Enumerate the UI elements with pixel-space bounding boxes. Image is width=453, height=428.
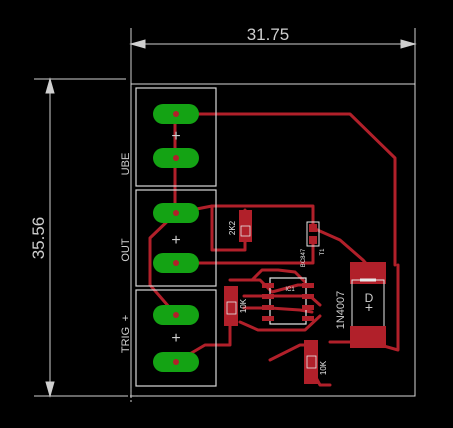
trig-plus-mark: +: [120, 315, 132, 321]
height-dimension-label: 35.56: [29, 217, 48, 260]
diode-label: 1N4007: [335, 291, 347, 330]
connector-label-trig: TRIG: [120, 327, 132, 353]
ic-package: IC1: [262, 277, 314, 325]
transistor-value-label: BC847: [301, 248, 307, 267]
diode-plus-mark: +: [365, 299, 373, 315]
width-dimension-label: 31.75: [247, 25, 290, 44]
plus-mark: +: [171, 128, 180, 145]
transistor-ref-label: T1: [320, 248, 326, 256]
connector-trig: + TRIG +: [120, 289, 217, 387]
plus-mark: +: [171, 330, 180, 347]
origin-marker: [122, 388, 140, 404]
connector-ube: + UBE: [120, 87, 217, 187]
diode-cathode-mark: D: [365, 291, 374, 305]
board-outline: [130, 83, 416, 397]
width-dimension: [129, 28, 417, 84]
connector-out: + OUT: [120, 189, 217, 287]
resistor-10k-bottom: 10K: [304, 340, 328, 384]
resistor-2k2-label: 2K2: [228, 220, 237, 235]
resistor-10k-bottom-label: 10K: [319, 360, 328, 375]
ic-ref-label: IC1: [285, 287, 295, 293]
transistor-bc847: BC847 T1: [301, 221, 326, 267]
resistor-10k-left: 10K: [224, 286, 248, 326]
connector-label-out: OUT: [120, 238, 132, 262]
height-dimension: [34, 77, 126, 398]
resistor-10k-left-label: 10K: [239, 298, 248, 313]
plus-mark: +: [171, 232, 180, 249]
connector-label-ube: UBE: [120, 153, 132, 176]
resistor-2k2: 2K2: [228, 210, 252, 242]
diode-1n4007: + D 1N4007: [335, 262, 386, 348]
